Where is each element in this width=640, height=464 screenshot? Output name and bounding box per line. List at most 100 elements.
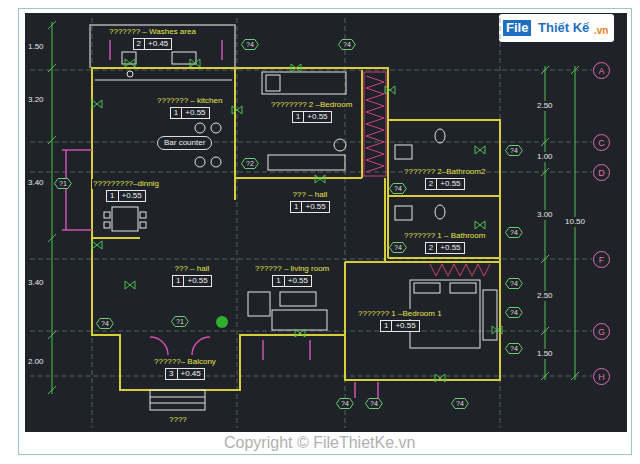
room-level-tag: ??????? – Washes area2+0.45 <box>108 27 197 50</box>
furniture <box>195 123 205 133</box>
dimension-text: 3.20 <box>27 95 45 105</box>
furniture <box>95 52 497 410</box>
hexagon-outline <box>452 399 469 409</box>
furniture <box>104 212 110 218</box>
dimension-text: 1.00 <box>536 152 554 162</box>
furniture <box>395 206 412 220</box>
furniture <box>140 222 146 228</box>
washes-area-wall <box>90 25 235 68</box>
callout-number: ?4 <box>510 147 518 154</box>
level-box: 1+0.55 <box>292 111 332 123</box>
logo-text: .vn <box>593 25 609 37</box>
door <box>62 150 92 230</box>
callout-number: ?4 <box>101 320 109 327</box>
furniture <box>150 397 205 403</box>
bar-counter-box: Bar counter <box>157 136 212 150</box>
furniture <box>140 212 146 218</box>
floor-level: +0.55 <box>182 108 208 118</box>
floor-number: 1 <box>291 202 302 212</box>
axis-letter: D <box>598 168 605 178</box>
furniture <box>414 283 440 293</box>
hexagon-outline <box>506 308 523 318</box>
stair-hatch <box>430 264 490 276</box>
hexagon-outline <box>337 399 354 409</box>
counter-label: Bar counter <box>164 138 205 147</box>
furniture <box>483 290 497 340</box>
callout-tag: ?4 <box>451 398 469 409</box>
floor-number: 1 <box>107 191 118 201</box>
floor-level: +0.55 <box>302 202 328 212</box>
callout-number: ?4 <box>370 400 378 407</box>
floor-number: 3 <box>166 369 177 379</box>
hexagon-outline <box>506 146 523 156</box>
floor-number: 1 <box>171 108 182 118</box>
stair-hatch <box>364 72 386 176</box>
callout-tag: ?4 <box>241 39 259 50</box>
floor-level: +0.55 <box>285 276 311 286</box>
callout-number: ?4 <box>246 41 254 48</box>
furniture <box>262 72 346 94</box>
sheet-frame <box>25 13 627 432</box>
callout-number: ?4 <box>510 345 518 352</box>
room-name: ?????????–dinnig <box>92 179 160 189</box>
stair-note: ???? <box>168 415 188 425</box>
hexagon-outline <box>366 399 383 409</box>
room-level-tag: ??????? 1 – Bathroom 2+0.55 <box>403 231 486 254</box>
axis-letter: C <box>598 138 605 148</box>
grid-axis-bubble: H <box>593 368 610 385</box>
window-marker <box>92 59 502 382</box>
callout-number: ?4 <box>510 280 518 287</box>
floor-number: 1 <box>293 112 304 122</box>
furniture <box>395 145 412 159</box>
callout-tag: ?4 <box>336 398 354 409</box>
callout-number: ?2 <box>246 160 254 167</box>
callout-number: ?4 <box>456 400 464 407</box>
callout-tag: ?2 <box>241 158 259 169</box>
hexagon-outline <box>506 344 523 354</box>
floor-level: +0.55 <box>437 243 463 253</box>
furniture <box>112 207 138 231</box>
callout-tag: ?4 <box>505 307 523 318</box>
furniture <box>104 222 110 228</box>
room-level-tag: ???????? 2 –Bedroom1+0.55 <box>270 100 353 123</box>
room-level-tag: ?????????–dinnig1+0.55 <box>92 179 160 202</box>
callout-tag: ?4 <box>338 39 356 50</box>
grid-line <box>30 172 592 173</box>
room-name: ??????? 1 – Bathroom <box>403 231 486 241</box>
dimension-text: 10.50 <box>564 217 586 227</box>
furniture <box>211 123 221 133</box>
dimension-text: 3.40 <box>27 278 45 288</box>
room-level-tag: ??????– Balcony3+0.45 <box>153 357 217 380</box>
floor-number: 2 <box>426 243 437 253</box>
hexagon-outline <box>97 319 114 329</box>
window-marker <box>190 59 200 67</box>
axis-letter: F <box>599 255 605 265</box>
grid-line <box>30 142 592 143</box>
dimension-text: 2.50 <box>536 101 554 111</box>
room-name: ??? – hall <box>174 264 211 274</box>
hexagon-outline <box>390 243 407 253</box>
grid-line <box>30 70 592 71</box>
hexagon-outline <box>242 40 259 50</box>
callout-number: ?4 <box>510 309 518 316</box>
dimension-text: 1.50 <box>536 349 554 359</box>
wall <box>92 68 500 390</box>
hexagon-outline <box>506 279 523 289</box>
north-marker <box>216 316 228 328</box>
wall <box>92 68 500 335</box>
room-level-tag: ?????? – living room1+0.55 <box>254 264 330 287</box>
hexagon-outline <box>390 184 407 194</box>
room-level-tag: ??? – hall1+0.55 <box>290 190 330 213</box>
dimension-line <box>545 66 546 380</box>
room-level-tag: ??????? 2–Bathroom22+0.55 <box>403 167 486 190</box>
furniture <box>150 390 205 410</box>
sheet-frame <box>19 9 632 455</box>
callout-number: ?1 <box>176 318 184 325</box>
furniture <box>280 292 316 306</box>
window-marker <box>295 329 305 337</box>
window-marker <box>385 86 395 94</box>
callout-number: ?1 <box>59 180 67 187</box>
floor-level: +0.55 <box>437 179 463 189</box>
